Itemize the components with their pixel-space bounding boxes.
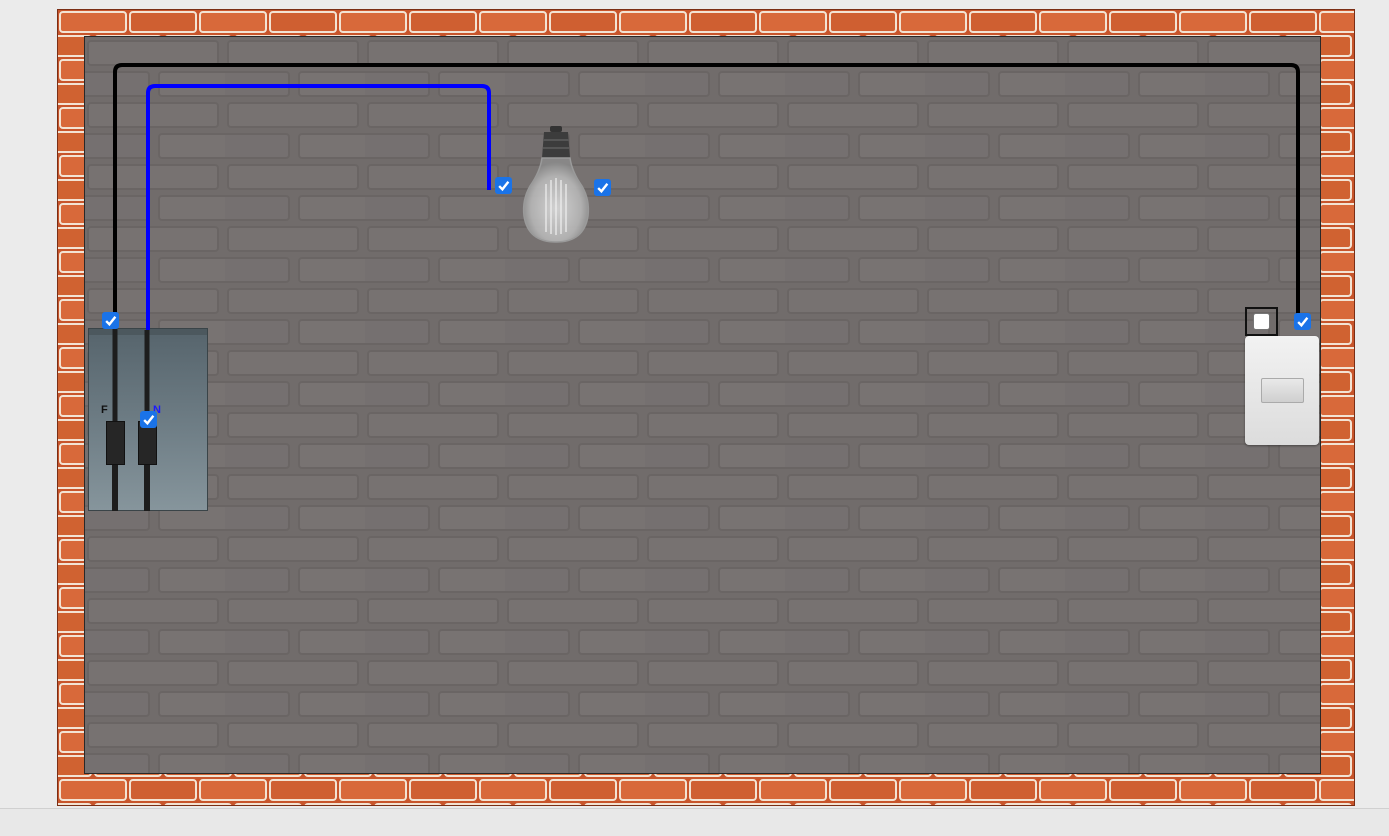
horizontal-scrollbar[interactable] <box>0 808 1389 836</box>
phase-breaker-stub <box>112 463 118 511</box>
check-icon <box>143 414 155 426</box>
wall-brick-texture <box>85 37 1320 773</box>
panel-neutral-terminal-checkbox[interactable] <box>140 411 157 428</box>
bulb-left-terminal-checkbox[interactable] <box>495 177 512 194</box>
light-bulb-icon[interactable] <box>520 124 592 246</box>
switch-rocker[interactable] <box>1261 378 1304 403</box>
neutral-label: N <box>153 404 161 416</box>
bulb-right-terminal-checkbox[interactable] <box>594 179 611 196</box>
wall-area <box>84 36 1321 774</box>
panel-phase-terminal-checkbox[interactable] <box>102 312 119 329</box>
check-icon <box>105 315 117 327</box>
switch-left-terminal-outline <box>1245 307 1278 336</box>
phase-label: F <box>101 404 108 416</box>
check-icon <box>597 182 609 194</box>
phase-breaker[interactable] <box>106 421 125 465</box>
check-icon <box>498 180 510 192</box>
breaker-panel-lid <box>89 329 207 335</box>
wall-switch-icon[interactable] <box>1245 336 1319 445</box>
switch-left-terminal-checkbox[interactable] <box>1253 313 1270 330</box>
neutral-breaker-stub <box>144 463 150 511</box>
switch-right-terminal-checkbox[interactable] <box>1294 313 1311 330</box>
check-icon <box>1297 316 1309 328</box>
